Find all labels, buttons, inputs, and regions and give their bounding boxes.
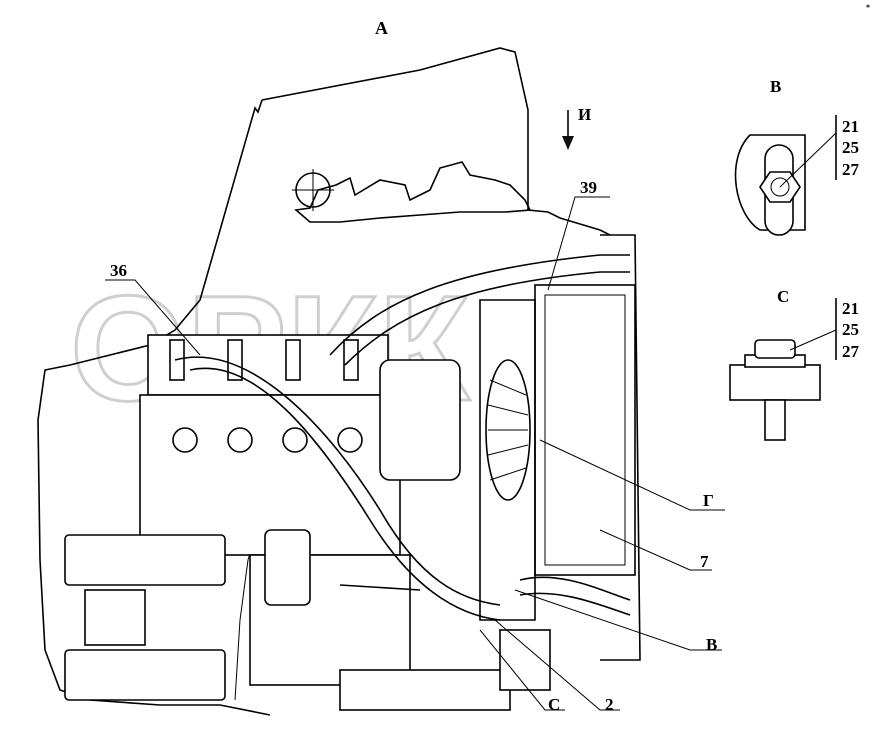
radiator bbox=[534, 284, 636, 576]
detail-c-part-1: 21 bbox=[842, 299, 859, 318]
oil-filter bbox=[264, 529, 311, 606]
gear-outline bbox=[294, 161, 532, 223]
detail-b-part-2: 25 bbox=[842, 138, 859, 157]
callout-2: 2 bbox=[605, 695, 614, 714]
lower-hose-outer bbox=[519, 576, 631, 601]
detail-b-part-1: 21 bbox=[842, 117, 859, 136]
callout-39: 39 bbox=[580, 178, 597, 197]
bracket bbox=[499, 629, 551, 691]
lower-hose-inner bbox=[519, 592, 631, 616]
direction-arrow-head bbox=[562, 136, 574, 150]
hood-outline bbox=[261, 47, 611, 236]
detail-c-part-3: 27 bbox=[842, 342, 860, 361]
detail-c-part-2: 25 bbox=[842, 320, 859, 339]
leader-lines bbox=[105, 196, 725, 711]
radiator-core bbox=[544, 294, 626, 566]
injectors bbox=[169, 339, 363, 453]
callout-c: С bbox=[548, 695, 560, 714]
detail-b bbox=[734, 115, 837, 236]
corner-mark: * bbox=[866, 3, 870, 12]
callout-b: В bbox=[706, 635, 717, 654]
view-label-a: А bbox=[375, 18, 388, 38]
detail-c bbox=[729, 298, 837, 441]
callout-36: 36 bbox=[110, 261, 127, 280]
side-panel-upper bbox=[64, 534, 226, 586]
radiator-shroud bbox=[600, 234, 641, 661]
upper-hose-inner bbox=[344, 271, 630, 366]
side-panel-lower bbox=[64, 649, 226, 701]
detail-b-part-3: 27 bbox=[842, 160, 860, 179]
callout-7: 7 bbox=[700, 552, 709, 571]
direction-label: И bbox=[578, 105, 591, 124]
fan-blades bbox=[487, 379, 529, 481]
upper-hose-outer bbox=[329, 254, 630, 356]
fan-shroud bbox=[479, 299, 536, 621]
view-label-b: В bbox=[770, 77, 781, 96]
coolant-hose-inner bbox=[189, 367, 501, 621]
alternator bbox=[379, 359, 461, 481]
cab-outline bbox=[37, 99, 271, 716]
coolant-hose-outer bbox=[174, 356, 501, 606]
pipe bbox=[339, 584, 421, 591]
side-box bbox=[84, 589, 146, 646]
callout-g: Г bbox=[703, 491, 714, 510]
frame-rail bbox=[339, 669, 511, 711]
view-label-c: С bbox=[777, 287, 789, 306]
